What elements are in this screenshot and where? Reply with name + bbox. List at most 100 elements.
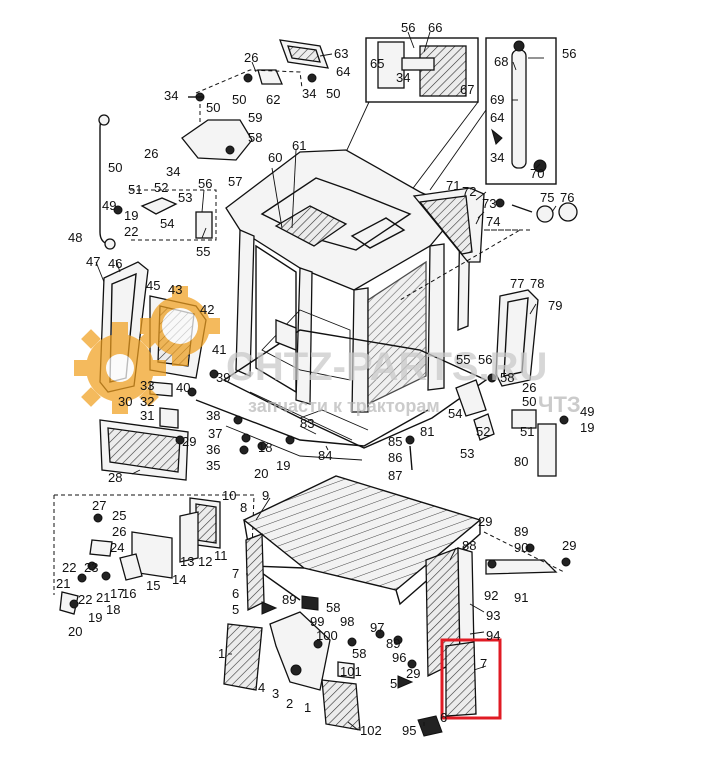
label: 97 (370, 620, 384, 635)
label: 2 (286, 696, 293, 711)
label: 50 (326, 86, 340, 101)
window-28 (99, 419, 189, 481)
label: 36 (206, 442, 220, 457)
watermark: CHTZ-PARTS.RU запчасти к тракторам ЧТЗ (74, 286, 581, 417)
label: 34 (164, 88, 178, 103)
roof-light-bracket (188, 39, 329, 132)
label: 48 (68, 230, 82, 245)
part-7-panel (445, 641, 477, 717)
label: 78 (530, 276, 544, 291)
label: 45 (146, 278, 160, 293)
label: 27 (92, 498, 106, 513)
label: 33 (140, 378, 154, 393)
label: 22 (62, 560, 76, 575)
label: 65 (370, 56, 384, 71)
bracket-88-94 (483, 531, 571, 575)
label: 46 (108, 256, 122, 271)
label: 90 (514, 540, 528, 555)
label: 91 (514, 590, 528, 605)
watermark-brand: ЧТЗ (538, 392, 581, 417)
label: 68 (494, 54, 508, 69)
label: 5 (390, 676, 397, 691)
label: 35 (206, 458, 220, 473)
label: 20 (254, 466, 268, 481)
watermark-tagline: запчасти к тракторам (248, 396, 440, 416)
label: 18 (258, 440, 272, 455)
label: 28 (108, 470, 122, 485)
label: 18 (106, 602, 120, 617)
label: 40 (176, 380, 190, 395)
label: 85 (388, 434, 402, 449)
label: 38 (206, 408, 220, 423)
label: 56 (401, 20, 415, 35)
label: 42 (200, 302, 214, 317)
label: 8 (240, 500, 247, 515)
label: 29 (478, 514, 492, 529)
label: 56 (562, 46, 576, 61)
label: 22 (78, 592, 92, 607)
label: 89 (514, 524, 528, 539)
label: 98 (340, 614, 354, 629)
highlight-box-part-7 (440, 638, 502, 720)
label: 22 (124, 224, 138, 239)
label: 76 (560, 190, 574, 205)
label: 73 (482, 196, 496, 211)
label: 54 (448, 406, 462, 421)
label: 47 (86, 254, 100, 269)
label: 61 (292, 138, 306, 153)
label: 53 (178, 190, 192, 205)
label: 39 (216, 370, 230, 385)
label: 29 (406, 666, 420, 681)
mirror-bracket (113, 189, 217, 241)
label: 52 (476, 424, 490, 439)
label: 6 (232, 586, 239, 601)
label: 66 (428, 20, 442, 35)
label: 7 (480, 656, 487, 671)
label: 41 (212, 342, 226, 357)
hinge-parts-49-56 (405, 373, 569, 477)
fender-parts (223, 595, 443, 737)
label: 75 (540, 190, 554, 205)
part-labels: 56 66 26 63 65 64 34 67 68 56 34 50 50 6… (56, 20, 594, 738)
label: 54 (160, 216, 174, 231)
label: 29 (182, 434, 196, 449)
label: 30 (118, 394, 132, 409)
label: 13 (180, 554, 194, 569)
label: 12 (198, 554, 212, 569)
label: 3 (272, 686, 279, 701)
label: 93 (486, 608, 500, 623)
label: 100 (316, 628, 338, 643)
watermark-site: CHTZ-PARTS.RU (226, 345, 547, 389)
label: 9 (262, 488, 269, 503)
label: 20 (68, 624, 82, 639)
label: 52 (154, 180, 168, 195)
inset-door-handle (429, 37, 557, 191)
leader-lines (95, 31, 557, 731)
label: 34 (490, 150, 504, 165)
label: 55 (196, 244, 210, 259)
label: 50 (206, 100, 220, 115)
label: 29 (562, 538, 576, 553)
label: 58 (248, 130, 262, 145)
label: 26 (144, 146, 158, 161)
label: 63 (334, 46, 348, 61)
label: 32 (140, 394, 154, 409)
label: 26 (112, 524, 126, 539)
label: 50 (232, 92, 246, 107)
gear-icon (74, 322, 166, 414)
label: 71 (446, 178, 460, 193)
label: 24 (110, 540, 124, 555)
label: 19 (124, 208, 138, 223)
base-frame-84 (195, 399, 429, 461)
label: 26 (522, 380, 536, 395)
label: 26 (244, 50, 258, 65)
label: 72 (462, 184, 476, 199)
window-77-79 (495, 289, 539, 387)
label: 1 (304, 700, 311, 715)
label: 70 (530, 166, 544, 181)
label: 96 (392, 650, 406, 665)
label: 58 (352, 646, 366, 661)
label: 31 (140, 408, 154, 423)
label: 7 (232, 566, 239, 581)
